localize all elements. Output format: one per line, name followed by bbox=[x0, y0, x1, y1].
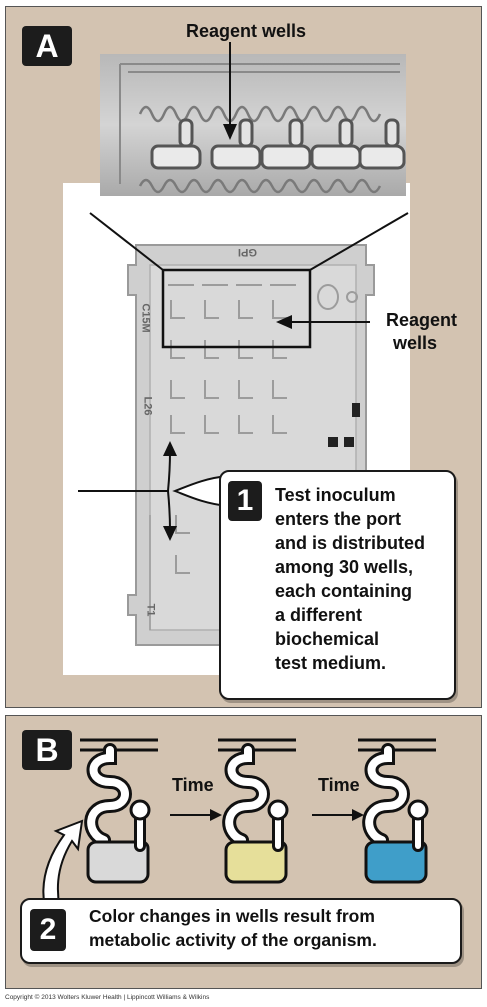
time-label-1: Time bbox=[172, 775, 214, 795]
step-2-number: 2 bbox=[30, 909, 66, 951]
step-1-line-2: enters the port bbox=[275, 509, 402, 529]
step-1-line-1: Test inoculum bbox=[275, 485, 396, 505]
step-1-line-7: biochemical bbox=[275, 629, 380, 649]
step-2-line-1: Color changes in wells result from bbox=[89, 906, 375, 926]
step-1-line-8: test medium. bbox=[275, 653, 387, 673]
step-1-line-4: among 30 wells, bbox=[275, 557, 414, 577]
well-1 bbox=[80, 738, 158, 884]
step-2-line-2: metabolic activity of the organism. bbox=[89, 930, 377, 950]
magnified-well-group bbox=[150, 144, 406, 170]
magnified-wells-photo bbox=[100, 54, 406, 196]
well-2 bbox=[218, 738, 296, 884]
panel-b-tag: B bbox=[22, 730, 72, 770]
copyright-text: Copyright © 2013 Wolters Kluwer Health |… bbox=[5, 994, 210, 1001]
step-1-line-5: each containing bbox=[275, 581, 413, 601]
step-1-number: 1 bbox=[228, 481, 262, 521]
top-label-arrow bbox=[223, 42, 237, 140]
step-2-callout bbox=[20, 898, 462, 964]
side-reagent-label-1: Reagent bbox=[386, 310, 458, 330]
step-1-line-3: and is distributed bbox=[275, 533, 426, 553]
well-sequence bbox=[80, 738, 436, 884]
step-1-line-6: a different bbox=[275, 605, 363, 625]
card-well-grid bbox=[168, 284, 296, 574]
top-reagent-wells-label: Reagent wells bbox=[186, 21, 307, 41]
time-arrows bbox=[170, 809, 364, 821]
time-label-2: Time bbox=[318, 775, 360, 795]
panel-a-tag: A bbox=[22, 26, 72, 66]
zoom-annotation bbox=[78, 212, 409, 541]
side-reagent-label-2: wells bbox=[393, 333, 438, 353]
port-arrows bbox=[78, 451, 171, 531]
well-3 bbox=[358, 738, 436, 884]
